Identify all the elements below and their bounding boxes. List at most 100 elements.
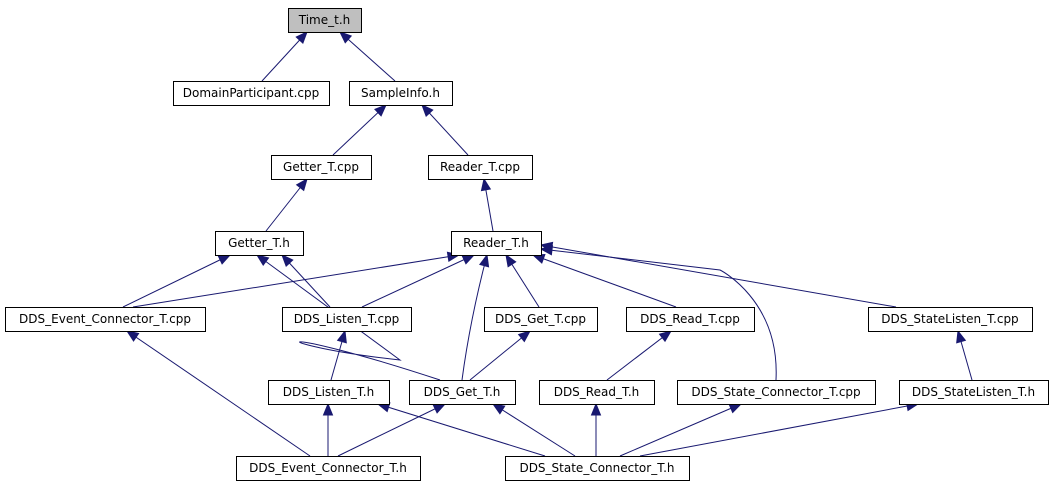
arrowhead-icon: [956, 329, 967, 344]
edge-dds_event_connector_t_cpp-to-reader_t_h: [132, 251, 461, 308]
node-box[interactable]: [868, 307, 1033, 332]
arrowhead-icon: [539, 241, 554, 253]
edge-getter_t_cpp-to-sampleinfo_h: [332, 104, 387, 156]
edge-line: [492, 403, 576, 457]
edge-line: [532, 254, 677, 308]
node-label: DDS_State_Connector_T.h: [519, 461, 674, 475]
node-box[interactable]: [677, 380, 876, 405]
arrowhead-icon: [432, 403, 447, 414]
edge-dds_listen_t_h-to-dds_listen_t_cpp: [330, 329, 347, 381]
edge-line: [540, 248, 777, 381]
node-reader-t-h[interactable]: Reader_T.h: [451, 231, 542, 256]
node-label: DDS_Listen_T.h: [283, 385, 374, 399]
edge-dds_event_connector_t_cpp-to-getter_t_h: [122, 254, 232, 308]
node-label: DDS_StateListen_T.h: [912, 385, 1035, 399]
edge-domainparticipant_cpp-to-time_t_h: [261, 31, 308, 82]
edge-dds_listen_t_cpp-to-reader_t_h: [361, 254, 476, 308]
arrowhead-icon: [255, 254, 270, 267]
node-box[interactable]: [215, 231, 304, 256]
node-label: DDS_Event_Connector_T.cpp: [19, 312, 191, 326]
node-box[interactable]: [5, 307, 206, 332]
arrowhead-icon: [728, 403, 743, 414]
edge-dds_read_t_h-to-dds_read_t_cpp: [606, 330, 673, 381]
node-box[interactable]: [626, 307, 755, 332]
edge-line: [469, 330, 531, 381]
node-label: Getter_T.h: [228, 236, 290, 250]
node-box[interactable]: [484, 307, 598, 332]
node-sampleinfo-h[interactable]: SampleInfo.h: [349, 81, 453, 106]
arrowhead-icon: [658, 330, 673, 343]
node-dds-get-t-cpp[interactable]: DDS_Get_T.cpp: [484, 307, 598, 332]
arrowhead-icon: [125, 330, 140, 342]
node-label: Reader_T.h: [463, 236, 529, 250]
edge-dds_state_connector_t_h-to-dds_listen_t_h: [376, 402, 546, 457]
edge-line: [122, 254, 231, 308]
arrowhead-icon: [505, 253, 517, 268]
node-label: DDS_Listen_T.cpp: [294, 312, 400, 326]
node-box[interactable]: [451, 231, 542, 256]
arrowhead-icon: [339, 31, 353, 44]
node-box[interactable]: [428, 155, 533, 180]
node-dds-state-connector-t-h[interactable]: DDS_State_Connector_T.h: [505, 456, 690, 481]
node-label: DDS_Read_T.cpp: [640, 312, 740, 326]
arrowhead-icon: [461, 254, 476, 265]
edge-line: [540, 244, 897, 308]
node-box[interactable]: [173, 81, 330, 106]
node-dds-get-t-h[interactable]: DDS_Get_T.h: [409, 380, 516, 405]
edge-dds_get_t_h-to-getter_t_h: [255, 254, 441, 381]
node-label: Getter_T.cpp: [283, 160, 359, 174]
node-label: SampleInfo.h: [361, 86, 440, 100]
arrowhead-icon: [281, 254, 294, 268]
node-dds-statelisten-t-h[interactable]: DDS_StateListen_T.h: [899, 380, 1049, 405]
node-box[interactable]: [409, 380, 516, 405]
edge-dds_get_t_h-to-dds_get_t_cpp: [469, 330, 532, 381]
node-box[interactable]: [288, 8, 362, 33]
arrowhead-icon: [295, 31, 308, 45]
edge-dds_read_t_cpp-to-reader_t_h: [531, 254, 677, 308]
edge-line: [132, 254, 460, 308]
edge-dds_state_connector_t_h-to-dds_read_t_h: [590, 402, 602, 456]
edge-line: [606, 330, 672, 381]
node-label: DDS_Event_Connector_T.h: [249, 461, 407, 475]
node-box[interactable]: [349, 81, 453, 106]
node-label: Reader_T.cpp: [440, 160, 520, 174]
node-box[interactable]: [271, 155, 372, 180]
edge-dds_event_connector_t_h-to-dds_event_connector_t_cpp: [125, 330, 311, 457]
node-reader-t-cpp[interactable]: Reader_T.cpp: [428, 155, 533, 180]
node-dds-event-connector-t-cpp[interactable]: DDS_Event_Connector_T.cpp: [5, 307, 206, 332]
edge-sampleinfo_h-to-time_t_h: [339, 31, 396, 82]
edge-line: [639, 403, 919, 457]
node-dds-event-connector-t-h[interactable]: DDS_Event_Connector_T.h: [236, 456, 421, 481]
edge-dds_listen_t_cpp-to-getter_t_h: [281, 254, 331, 308]
node-label: DomainParticipant.cpp: [183, 86, 319, 100]
node-box[interactable]: [236, 456, 421, 481]
node-box[interactable]: [282, 307, 412, 332]
node-time-t-h[interactable]: Time_t.h: [288, 8, 362, 33]
node-box[interactable]: [505, 456, 690, 481]
edge-line: [126, 330, 311, 457]
node-getter-t-cpp[interactable]: Getter_T.cpp: [271, 155, 372, 180]
node-dds-read-t-h[interactable]: DDS_Read_T.h: [539, 380, 655, 405]
node-dds-statelisten-t-cpp[interactable]: DDS_StateListen_T.cpp: [868, 307, 1033, 332]
node-dds-state-connector-t-cpp[interactable]: DDS_State_Connector_T.cpp: [677, 380, 876, 405]
node-dds-read-t-cpp[interactable]: DDS_Read_T.cpp: [626, 307, 755, 332]
edge-line: [361, 254, 475, 308]
node-label: Time_t.h: [298, 13, 351, 27]
edge-line: [461, 254, 488, 381]
edge-line: [337, 403, 446, 457]
node-domainparticipant-cpp[interactable]: DomainParticipant.cpp: [173, 81, 330, 106]
node-label: DDS_StateListen_T.cpp: [881, 312, 1018, 326]
edge-reader_t_cpp-to-sampleinfo_h: [421, 104, 469, 156]
node-dds-listen-t-cpp[interactable]: DDS_Listen_T.cpp: [282, 307, 412, 332]
edge-dds_state_connector_t_h-to-dds_get_t_h: [491, 403, 576, 457]
node-box[interactable]: [539, 380, 655, 405]
node-box[interactable]: [899, 380, 1049, 405]
node-getter-t-h[interactable]: Getter_T.h: [215, 231, 304, 256]
edge-line: [619, 403, 742, 457]
arrowhead-icon: [295, 177, 308, 192]
node-label: DDS_Get_T.h: [424, 385, 501, 399]
edge-dds_get_t_cpp-to-reader_t_h: [505, 253, 540, 308]
node-box[interactable]: [268, 380, 390, 405]
node-dds-listen-t-h[interactable]: DDS_Listen_T.h: [268, 380, 390, 405]
edge-line: [281, 254, 331, 308]
